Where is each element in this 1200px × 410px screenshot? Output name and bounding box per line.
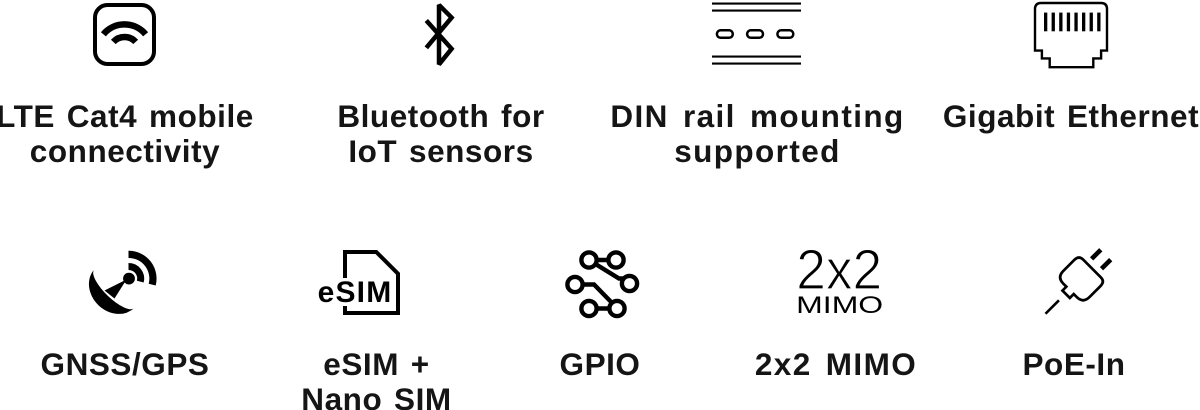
poe-plug-icon [1044, 248, 1113, 315]
mimo-icon: 2x2 MIMO [796, 237, 884, 319]
feature-label: Bluetooth for IoT sensors [337, 98, 545, 169]
ethernet-port-icon [1033, 1, 1109, 69]
esim-icon-text: eSIM [318, 276, 393, 309]
feature-label: GPIO [559, 346, 641, 383]
feature-label: Gigabit Ethernet [942, 98, 1200, 134]
ethernet-pins [1044, 12, 1101, 32]
din-rail-icon [712, 2, 801, 65]
feature-label: 2x2 MIMO [754, 346, 918, 383]
feature-label: PoE-In [1022, 346, 1126, 383]
gpio-pins-icon [565, 250, 640, 319]
mimo-icon-text-mimo: MIMO [796, 292, 883, 319]
satellite-dish-icon [88, 250, 157, 314]
cellular-signal-icon [93, 3, 156, 66]
feature-label: LTE Cat4 mobile connectivity [0, 98, 254, 169]
feature-label: eSIM + Nano SIM [301, 346, 452, 410]
feature-label: DIN rail mounting supported [610, 98, 905, 169]
mimo-icon-text-2x2: 2x2 [796, 238, 882, 302]
feature-label: GNSS/GPS [40, 346, 210, 383]
bluetooth-icon [424, 3, 455, 66]
sim-card-icon: eSIM [318, 250, 400, 315]
